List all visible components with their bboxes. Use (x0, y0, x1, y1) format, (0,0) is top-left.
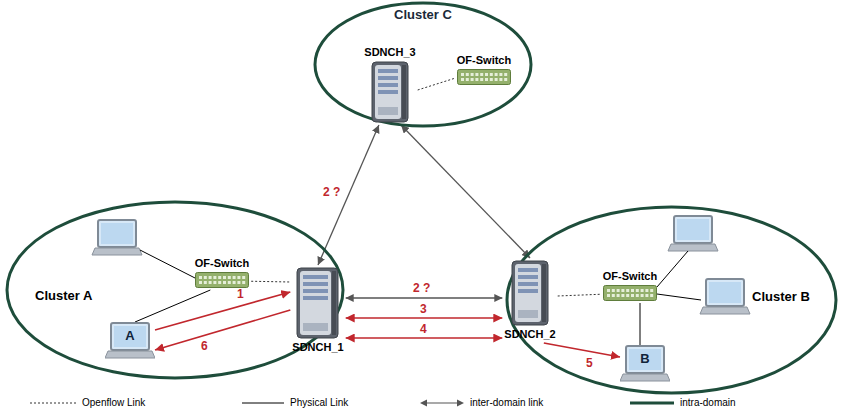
message-arrow (346, 317, 503, 319)
message-arrow (155, 292, 290, 330)
step-number: 2 ? (412, 282, 431, 295)
laptop-node: B (620, 345, 670, 385)
step-number: 3 (419, 303, 428, 316)
switch-node: OF-Switch (455, 52, 513, 87)
switch-icon (457, 69, 511, 85)
laptop-icon (700, 279, 750, 314)
message-arrow (346, 337, 503, 339)
switch-icon (603, 285, 657, 301)
legend-sample (30, 397, 76, 409)
step-number: 1 (236, 288, 245, 301)
controller-label: SDNCH_2 (504, 328, 555, 341)
switch-label: OF-Switch (195, 257, 249, 270)
physical-link (657, 294, 701, 300)
laptop-icon (92, 220, 142, 255)
legend-text: intra-domain (680, 397, 736, 409)
host-label: A (111, 328, 149, 343)
laptop-icon (668, 216, 718, 251)
host-label: B (626, 351, 664, 366)
message-arrow (544, 343, 620, 357)
controller-label: SDNCH_3 (364, 46, 415, 59)
switch-node: OF-Switch (601, 268, 659, 303)
cluster-region: Cluster C SDNCH_3OF-Switch (313, 1, 533, 128)
openflow-link (251, 281, 290, 283)
laptop-node: A (105, 322, 155, 362)
cluster-region: Cluster B SDNCH_2 OF-SwitchB (505, 205, 838, 395)
legend-sample (630, 397, 674, 409)
physical-link (140, 250, 195, 278)
message-arrow (155, 310, 290, 350)
server-node: SDNCH_2 (502, 258, 557, 343)
legend-sample (242, 397, 284, 409)
physical-link (657, 251, 688, 287)
openflow-link (558, 294, 601, 296)
legend-text: inter-domain link (470, 397, 543, 409)
server-icon (295, 267, 340, 339)
legend-text: Openflow Link (82, 397, 145, 409)
switch-label: OF-Switch (457, 54, 511, 67)
cluster-label: Cluster B (752, 289, 810, 304)
server-node: SDNCH_3 (362, 44, 417, 125)
cluster-region: Cluster A OF-SwitchSDNCH_1 A (5, 200, 345, 380)
step-number: 6 (200, 340, 209, 353)
legend-sample (420, 397, 464, 409)
legend-entry: inter-domain link (420, 397, 543, 409)
inter-domain-link (401, 125, 530, 258)
inter-domain-link (346, 297, 503, 298)
openflow-link (418, 78, 455, 90)
cluster-label: Cluster C (313, 7, 533, 22)
cluster-label: Cluster A (35, 288, 92, 303)
legend-entry: Openflow Link (30, 397, 145, 409)
step-number: 4 (419, 323, 428, 336)
physical-link (135, 290, 210, 322)
legend-text: Physical Link (290, 397, 348, 409)
legend-entry: intra-domain (630, 397, 736, 409)
switch-label: OF-Switch (603, 270, 657, 283)
step-number: 5 (585, 357, 594, 370)
server-icon (370, 61, 410, 123)
server-icon (510, 260, 550, 326)
controller-label: SDNCH_1 (292, 341, 343, 354)
switch-node: OF-Switch (193, 255, 251, 290)
inter-domain-link (318, 125, 379, 265)
step-number: 2 ? (322, 186, 341, 199)
legend-entry: Physical Link (242, 397, 348, 409)
server-node: SDNCH_1 (290, 265, 345, 356)
physical-link (640, 303, 641, 345)
switch-icon (195, 272, 249, 288)
